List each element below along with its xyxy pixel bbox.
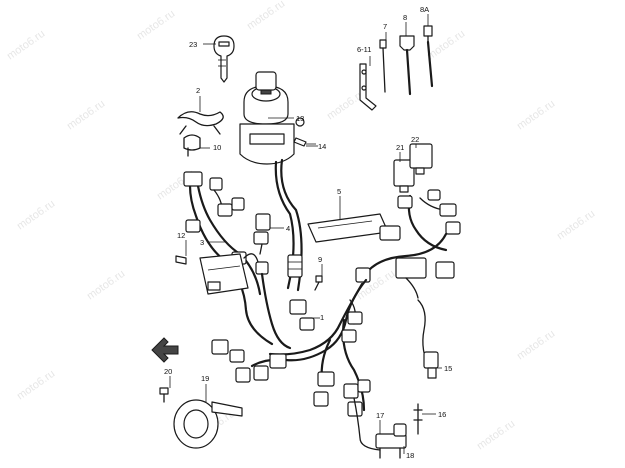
- watermark: moto6.ru: [85, 268, 127, 303]
- bolt-9: [314, 275, 323, 291]
- callout-18: 18: [406, 451, 414, 460]
- main-harness: [211, 278, 381, 451]
- sensor-15: [417, 299, 439, 379]
- callout-21: 21: [396, 143, 404, 152]
- clamp-8a: [423, 25, 434, 88]
- callout-15: 15: [444, 364, 452, 373]
- callout-1: 1: [320, 313, 324, 322]
- module-box: [175, 253, 249, 295]
- watermark: moto6.ru: [245, 0, 287, 32]
- ignition-switch: [239, 71, 305, 165]
- callout-2: 2: [196, 86, 200, 95]
- cable-tie-7: [379, 39, 387, 93]
- clamp-8: [399, 35, 415, 96]
- callout-19: 19: [201, 374, 209, 383]
- callout-3: 3: [200, 238, 204, 247]
- small-clamp: [183, 134, 201, 157]
- callout-5: 5: [337, 187, 341, 196]
- spring-clip: [177, 111, 224, 135]
- callout-16: 16: [438, 410, 446, 419]
- bolt-14: [293, 137, 316, 147]
- watermark: moto6.ru: [135, 8, 177, 43]
- callout-7: 7: [383, 22, 387, 31]
- watermark-layer: moto6.ru moto6.ru moto6.ru moto6.ru moto…: [5, 0, 597, 452]
- ignition-cable: [274, 158, 303, 292]
- leader-lines: [169, 14, 442, 454]
- bolt-20: [159, 387, 169, 403]
- callout-20: 20: [164, 367, 172, 376]
- relay-22: [409, 143, 433, 175]
- horn: [173, 399, 243, 449]
- watermark: moto6.ru: [65, 98, 107, 133]
- bottom-switch: [375, 423, 407, 459]
- callout-4: 4: [286, 224, 290, 233]
- relay-21: [393, 159, 415, 193]
- watermark: moto6.ru: [555, 208, 597, 243]
- right-harness-branch: [355, 189, 461, 299]
- callout-9: 9: [318, 255, 322, 264]
- callout-labels: 23 2 10 13 14 6-11 7 8 8A 21 22 5 3 4 12…: [164, 5, 452, 460]
- watermark: moto6.ru: [475, 418, 517, 453]
- callout-22: 22: [411, 135, 419, 144]
- callout-13: 13: [296, 114, 304, 123]
- callout-8: 8: [403, 13, 407, 22]
- callout-14: 14: [318, 142, 326, 151]
- callout-12: 12: [177, 231, 185, 240]
- watermark: moto6.ru: [5, 28, 47, 63]
- sheet-label: [307, 213, 389, 243]
- callout-17: 17: [376, 411, 384, 420]
- front-direction-arrow: [151, 337, 179, 363]
- connector-4: [253, 213, 271, 255]
- ignition-key: [213, 35, 235, 83]
- callout-10: 10: [213, 143, 221, 152]
- watermark: moto6.ru: [515, 328, 557, 363]
- callout-23: 23: [189, 40, 197, 49]
- callout-8a: 8A: [420, 5, 429, 14]
- bracket: [359, 63, 377, 111]
- watermark: moto6.ru: [15, 198, 57, 233]
- callout-6-11: 6-11: [357, 45, 371, 54]
- watermark: moto6.ru: [15, 368, 57, 403]
- watermark: moto6.ru: [515, 98, 557, 133]
- clip-16: [413, 403, 423, 435]
